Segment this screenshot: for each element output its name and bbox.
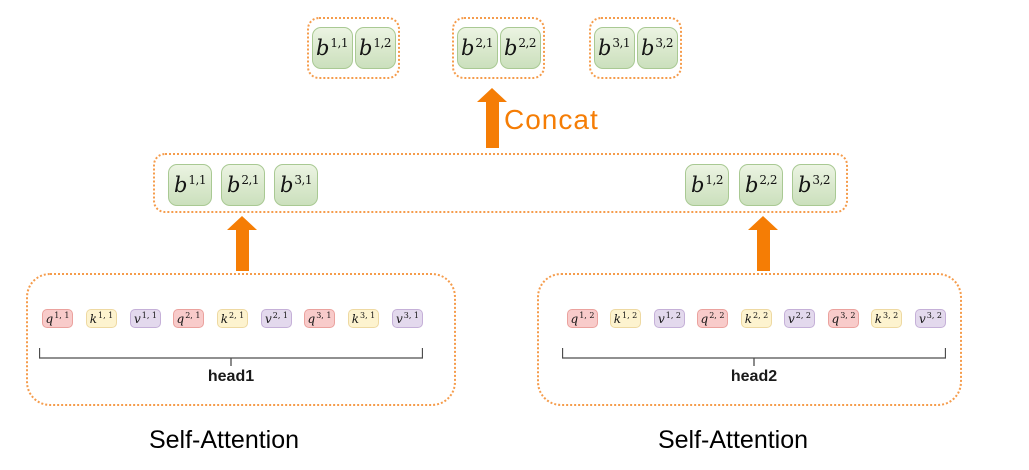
up-arrow-icon — [748, 216, 778, 271]
b-cell: b1,2 — [685, 164, 729, 206]
b-cell: b3,2 — [636, 27, 678, 69]
b-label: b1,2 — [358, 36, 392, 60]
b-cell: b3,1 — [274, 164, 318, 206]
qkv-token: v3, 2 — [915, 309, 946, 328]
b-label: b2,2 — [744, 173, 778, 197]
b-cell: b3,1 — [593, 27, 635, 69]
qkv-token: k3, 2 — [871, 309, 902, 328]
b-cell: b2,1 — [456, 27, 498, 69]
b-label: b3,2 — [640, 36, 674, 60]
b-cell: b2,1 — [221, 164, 265, 206]
qkv-token: v2, 1 — [261, 309, 292, 328]
output-pair-box-3: b3,1 b3,2 — [589, 17, 682, 79]
qkv-token: k1, 1 — [86, 309, 117, 328]
b-cell: b1,1 — [168, 164, 212, 206]
qkv-token: q3, 1 — [304, 309, 335, 328]
qkv-token: q1, 1 — [42, 309, 73, 328]
qkv-token: q3, 2 — [828, 309, 859, 328]
qkv-token: q1, 2 — [567, 309, 598, 328]
concat-row-box: b1,1 b2,1 b3,1 b1,2 b2,2 b3,2 — [153, 153, 848, 213]
b-cell: b2,2 — [499, 27, 541, 69]
b-label: b1,1 — [173, 173, 207, 197]
concat-label: Concat — [504, 104, 599, 135]
b-cell: b1,2 — [354, 27, 396, 69]
qkv-token: q2, 2 — [697, 309, 728, 328]
b-label: b1,2 — [690, 173, 724, 197]
b-label: b2,1 — [460, 36, 494, 60]
underbrace-icon — [39, 348, 423, 366]
self-attention-label-1: Self-Attention — [148, 426, 300, 454]
up-arrow-icon — [477, 88, 507, 148]
qkv-token: q2, 1 — [173, 309, 204, 328]
qkv-token: v3, 1 — [392, 309, 423, 328]
output-pair-box-2: b2,1 b2,2 — [452, 17, 545, 79]
qkv-token: k2, 2 — [741, 309, 772, 328]
qkv-token: v1, 2 — [654, 309, 685, 328]
head2-box: q1, 2 k1, 2 v1, 2 q2, 2 k2, 2 v2, 2 q3, … — [537, 273, 962, 406]
underbrace-icon — [562, 348, 946, 366]
up-arrow-icon — [227, 216, 257, 271]
b-cell: b1,1 — [311, 27, 353, 69]
b-label: b2,1 — [226, 173, 260, 197]
b-cell: b3,2 — [792, 164, 836, 206]
output-pair-box-1: b1,1 b1,2 — [307, 17, 400, 79]
qkv-token: k2, 1 — [217, 309, 248, 328]
b-label: b3,1 — [279, 173, 313, 197]
qkv-token: v2, 2 — [784, 309, 815, 328]
b-label: b1,1 — [315, 36, 349, 60]
head1-box: q1, 1 k1, 1 v1, 1 q2, 1 k2, 1 v2, 1 q3, … — [26, 273, 456, 406]
b-cell: b2,2 — [739, 164, 783, 206]
self-attention-label-2: Self-Attention — [657, 426, 809, 454]
b-label: b3,1 — [597, 36, 631, 60]
b-label: b3,2 — [797, 173, 831, 197]
head1-label: head1 — [207, 368, 255, 385]
b-label: b2,2 — [503, 36, 537, 60]
head2-label: head2 — [730, 368, 778, 385]
qkv-token: k3, 1 — [348, 309, 379, 328]
qkv-token: v1, 1 — [130, 309, 161, 328]
qkv-token: k1, 2 — [610, 309, 641, 328]
